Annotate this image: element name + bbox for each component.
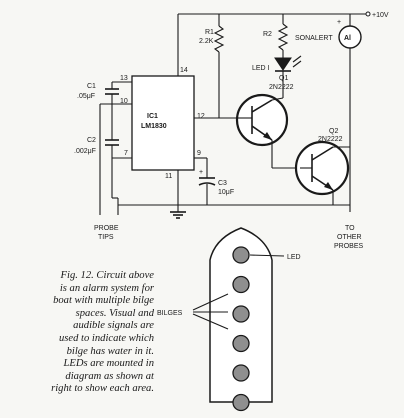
q1-part: 2N2222 (269, 84, 294, 91)
bilge-led (232, 275, 250, 294)
c2-label: C2 (87, 137, 96, 144)
supply-label: +10V (372, 12, 389, 19)
bilge-led (232, 364, 250, 382)
c1-value: .05μF (77, 93, 95, 100)
r1-resistor (213, 25, 225, 53)
q2-emitter-arrow (324, 182, 333, 190)
probe-label-2: TIPS (98, 234, 114, 241)
q2-collector (311, 146, 334, 161)
caption-line: boat with multiple bilge (53, 295, 154, 307)
sonalert-label: SONALERT (295, 35, 333, 42)
pin-7: 7 (124, 150, 128, 157)
c1-label: C1 (87, 83, 96, 90)
pin-14: 14 (180, 67, 188, 74)
bilge-led (232, 393, 250, 412)
other-probes-3: PROBES (334, 243, 364, 250)
supply-terminal (365, 11, 371, 17)
c3-value: 10μF (218, 189, 234, 196)
led1-label: LED I (252, 65, 270, 72)
ic1-part: LM1830 (141, 123, 167, 130)
c2-value: .002μF (74, 148, 96, 155)
caption-line: LEDs are mounted in (63, 358, 154, 370)
r2-label: R2 (263, 31, 272, 38)
q1-emitter-arrow (263, 132, 272, 140)
caption-line: right to show each area. (51, 383, 154, 395)
ic1-body (131, 75, 195, 171)
r2-resistor (277, 23, 289, 51)
q2-part: 2N2222 (318, 136, 343, 143)
probe-label-1: PROBE (94, 225, 119, 232)
pin-11: 11 (165, 173, 172, 180)
caption-line: bilge has water in it. (66, 345, 154, 357)
led-pointer (249, 254, 285, 257)
bilges-pointer-3 (192, 313, 229, 330)
r1-label: R1 (205, 29, 214, 36)
sonalert-symbol-text: Al (344, 35, 351, 42)
bilge-led (232, 305, 250, 323)
pin-10: 10 (120, 98, 128, 105)
wire-q1-collector (271, 97, 284, 101)
led1-ray-1 (292, 55, 302, 63)
pin-13: 13 (120, 75, 128, 82)
boat-led-group (232, 246, 250, 412)
other-probes-2: OTHER (337, 234, 362, 241)
caption-line: spaces. Visual and (75, 307, 154, 319)
q1-transistor (235, 93, 289, 147)
bilges-pointer-1 (192, 293, 229, 311)
caption-line: used to indicate which (58, 332, 154, 344)
q1-label: Q1 (279, 75, 288, 82)
c3-label: C3 (218, 180, 227, 187)
c3-plus: + (199, 169, 203, 176)
bilge-led (232, 334, 250, 353)
led1-diode (274, 57, 292, 71)
sonalert-plus: + (337, 19, 341, 26)
caption-line: is an alarm system for (59, 282, 154, 294)
bilge-led (232, 246, 250, 264)
figure-caption: Fig. 12. Circuit above is an alarm syste… (6, 270, 154, 396)
r1-value: 2.2K (199, 38, 214, 45)
caption-line: Fig. 12. Circuit above (60, 270, 154, 281)
bilges-label: BILGES (157, 310, 183, 317)
ic1-ref: IC1 (147, 113, 158, 120)
led1-ray-2 (292, 60, 302, 68)
caption-line: diagram as shown at (65, 370, 154, 382)
caption-line: audible signals are (73, 320, 154, 332)
pin-12: 12 (197, 113, 205, 120)
pin-9: 9 (197, 150, 201, 157)
boat-led-label: LED (287, 254, 301, 261)
other-probes-1: TO (345, 225, 355, 232)
q2-label: Q2 (329, 128, 338, 135)
q1-collector (251, 99, 273, 113)
c3-plate-bottom (198, 182, 216, 186)
q2-transistor (294, 140, 350, 196)
